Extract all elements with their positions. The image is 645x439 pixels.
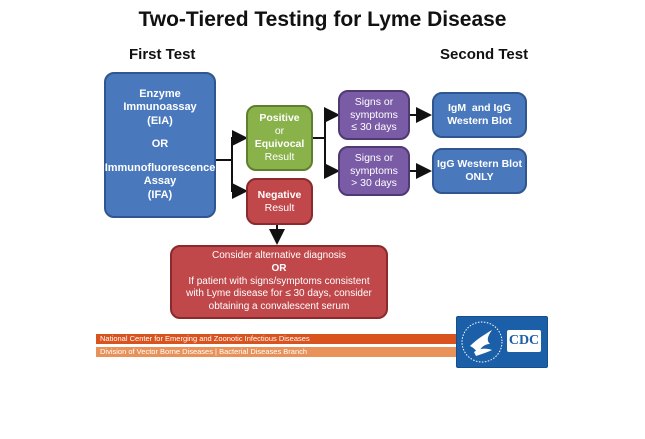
first-test-header: First Test [129, 46, 196, 63]
igg-western-blot-only-box: IgG Western Blot ONLY [432, 148, 527, 194]
igm-igg-line-1: IgM and IgG [448, 102, 511, 115]
signs-le30-line-3: ≤ 30 days [351, 121, 397, 134]
consider-alternative-box: Consider alternative diagnosis OR If pat… [170, 245, 388, 319]
igg-only-line-2: ONLY [465, 171, 494, 183]
eia-or: OR [151, 138, 169, 151]
consider-line-2: If patient with signs/symptoms consisten… [188, 275, 370, 287]
hhs-eagle-icon [461, 321, 503, 363]
cdc-badge: CDC [507, 330, 541, 352]
ifa-line-3: (IFA) [147, 188, 173, 201]
page-title: Two-Tiered Testing for Lyme Disease [138, 8, 507, 31]
second-test-header: Second Test [440, 46, 529, 63]
consider-line-3: with Lyme disease for ≤ 30 days, conside… [186, 288, 372, 300]
ifa-line-1: Immunofluorescence [104, 161, 216, 174]
signs-le30-line-1: Signs or [354, 95, 394, 108]
eia-line-1: Enzyme [139, 88, 181, 101]
ifa-line-2: Assay [143, 175, 177, 188]
signs-gt30-line-2: symptoms [350, 164, 398, 177]
positive-line-4: Result [264, 150, 295, 163]
arrow-positive-to-gt30 [324, 138, 340, 179]
positive-result-box: Positive or Equivocal Result [246, 105, 313, 171]
igm-igg-line-2: Western Blot [447, 115, 512, 127]
signs-gt30-line-1: Signs or [354, 151, 394, 164]
positive-line-2: or [274, 125, 285, 138]
negative-line-2: Result [264, 201, 295, 214]
cdc-logo: CDC [456, 316, 548, 368]
signs-gt30-box: Signs or symptoms > 30 days [338, 146, 410, 196]
signs-le30-line-2: symptoms [350, 108, 398, 121]
eia-line-2: Immunoassay [123, 101, 197, 114]
igm-igg-western-blot-box: IgM and IgG Western Blot [432, 92, 527, 138]
igg-only-line-1: IgG Western Blot [437, 158, 522, 171]
arrow-eia-to-negative [231, 160, 248, 199]
positive-line-3: Equivocal [254, 138, 305, 150]
signs-gt30-line-3: > 30 days [351, 177, 397, 190]
negative-result-box: Negative Result [246, 178, 313, 225]
consider-line-4: obtaining a convalescent serum [208, 301, 350, 313]
footer-band-center: National Center for Emerging and Zoonoti… [96, 334, 458, 344]
footer-band-division: Division of Vector Borne Diseases | Bact… [96, 347, 458, 357]
consider-line-1: Consider alternative diagnosis [212, 250, 346, 261]
arrow-positive-to-le30 [313, 107, 340, 139]
positive-line-1: Positive [259, 112, 300, 125]
arrow-eia-to-positive [216, 130, 248, 161]
signs-le30-box: Signs or symptoms ≤ 30 days [338, 90, 410, 140]
consider-or: OR [271, 262, 287, 274]
eia-ifa-box: Enzyme Immunoassay (EIA) OR Immunofluore… [104, 72, 216, 218]
eia-line-3: (EIA) [147, 114, 173, 127]
negative-line-1: Negative [257, 188, 302, 201]
